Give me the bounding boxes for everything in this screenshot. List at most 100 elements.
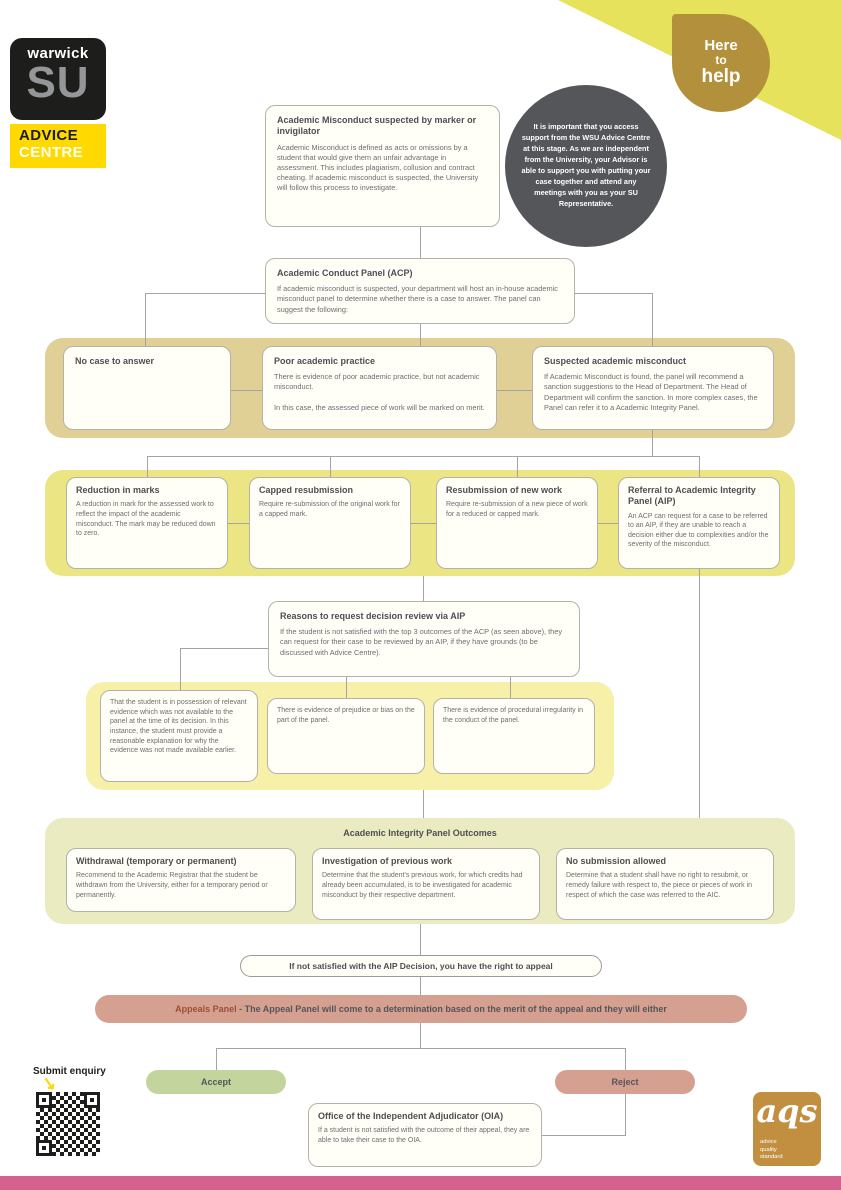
- sanction-capped-resubmission-title: Capped resubmission: [259, 485, 354, 495]
- sanction-referral-aip: Referral to Academic Integrity Panel (AI…: [618, 477, 780, 569]
- connector-line: [228, 523, 249, 524]
- appeals-panel-text: - The Appeal Panel will come to a determ…: [236, 1004, 667, 1014]
- connector-line: [625, 1048, 626, 1070]
- warwick-su-logo: warwick SU: [10, 38, 106, 120]
- qr-finder-icon: [36, 1092, 52, 1108]
- outcome-poor-practice: Poor academic practice There is evidence…: [262, 346, 497, 430]
- su-logo-text: SU: [26, 58, 90, 107]
- advice-support-note-text: It is important that you access support …: [521, 122, 651, 208]
- acp-node-body: If academic misconduct is suspected, you…: [277, 284, 558, 314]
- submit-enquiry-label: Submit enquiry: [33, 1066, 106, 1077]
- connector-line: [420, 324, 421, 346]
- badge-line-1: Here: [704, 36, 738, 54]
- qr-code: [36, 1092, 100, 1156]
- connector-line: [420, 977, 421, 995]
- connector-line: [625, 1094, 626, 1136]
- band-aip-outcomes: Academic Integrity Panel Outcomes Withdr…: [45, 818, 795, 924]
- oia-node-body: If a student is not satisfied with the o…: [318, 1127, 530, 1144]
- connector-line: [652, 293, 653, 346]
- sanction-reduction-title: Reduction in marks: [76, 485, 160, 495]
- aip-outcome-withdrawal: Withdrawal (temporary or permanent) Reco…: [66, 848, 296, 912]
- sanction-referral-aip-title: Referral to Academic Integrity Panel (AI…: [628, 485, 756, 507]
- band-sanctions: Reduction in marks A reduction in mark f…: [45, 470, 795, 576]
- connector-line: [180, 648, 268, 649]
- sanction-reduction-body: A reduction in mark for the assessed wor…: [76, 501, 216, 538]
- appeal-note: If not satisfied with the AIP Decision, …: [240, 955, 602, 977]
- aqs-caption: advice quality standard: [760, 1139, 783, 1160]
- sanction-resubmission-new-work-title: Resubmission of new work: [446, 485, 563, 495]
- aip-outcome-no-submission-title: No submission allowed: [566, 856, 667, 866]
- review-node-body: If the student is not satisfied with the…: [280, 627, 563, 657]
- reject-label: Reject: [611, 1077, 639, 1087]
- connector-line: [411, 523, 436, 524]
- connector-line: [517, 456, 518, 477]
- outcome-poor-practice-title: Poor academic practice: [274, 356, 376, 366]
- connector-line: [699, 569, 700, 818]
- connector-line: [145, 293, 265, 294]
- oia-node: Office of the Independent Adjudicator (O…: [308, 1103, 542, 1167]
- accept-node: Accept: [146, 1070, 286, 1094]
- connector-line: [652, 430, 653, 456]
- advice-support-note: It is important that you access support …: [505, 85, 667, 247]
- qr-finder-icon: [36, 1140, 52, 1156]
- review-node-title: Reasons to request decision review via A…: [280, 611, 466, 621]
- qr-finder-icon: [84, 1092, 100, 1108]
- connector-line: [420, 227, 421, 258]
- aip-outcomes-title: Academic Integrity Panel Outcomes: [343, 828, 497, 838]
- outcome-suspected-misconduct-title: Suspected academic misconduct: [544, 356, 687, 366]
- appeals-panel-bar: Appeals Panel - The Appeal Panel will co…: [95, 995, 747, 1023]
- connector-line: [598, 523, 618, 524]
- connector-line: [180, 648, 181, 690]
- connector-line: [542, 1135, 625, 1136]
- aqs-logo-text: aqs: [756, 1092, 818, 1130]
- centre-label: CENTRE: [19, 143, 84, 161]
- acp-node-title: Academic Conduct Panel (ACP): [277, 268, 413, 278]
- connector-line: [145, 293, 146, 346]
- outcome-suspected-misconduct-body: If Academic Misconduct is found, the pan…: [544, 372, 758, 412]
- connector-line: [699, 456, 700, 477]
- aip-outcome-investigation-body: Determine that the student's previous wo…: [322, 872, 523, 899]
- sanction-resubmission-new-work-body: Require re-submission of a new piece of …: [446, 501, 588, 518]
- connector-line: [330, 456, 331, 477]
- connector-line: [216, 1048, 625, 1049]
- connector-line: [346, 677, 347, 698]
- ground-procedural-irregularity: There is evidence of procedural irregula…: [433, 698, 595, 774]
- oia-node-title: Office of the Independent Adjudicator (O…: [318, 1111, 504, 1121]
- outcome-no-case-title: No case to answer: [75, 356, 155, 366]
- aip-outcome-investigation-title: Investigation of previous work: [322, 856, 453, 866]
- sanction-referral-aip-body: An ACP can request for a case to be refe…: [628, 512, 769, 549]
- band-grounds: That the student is in possession of rel…: [86, 682, 614, 790]
- aip-outcome-no-submission: No submission allowed Determine that a s…: [556, 848, 774, 920]
- sanction-reduction: Reduction in marks A reduction in mark f…: [66, 477, 228, 569]
- advice-centre-badge: ADVICE CENTRE: [10, 124, 106, 168]
- here-to-help-badge: Here to help: [672, 14, 770, 112]
- advice-label: ADVICE: [19, 127, 79, 144]
- review-node: Reasons to request decision review via A…: [268, 601, 580, 677]
- badge-line-2: to: [715, 53, 727, 68]
- start-node-body: Academic Misconduct is defined as acts o…: [277, 142, 479, 193]
- aip-outcome-withdrawal-body: Recommend to the Academic Registrar that…: [76, 872, 268, 899]
- band-acp-outcomes: No case to answer Poor academic practice…: [45, 338, 795, 438]
- connector-line: [420, 924, 421, 955]
- sanction-resubmission-new-work: Resubmission of new work Require re-subm…: [436, 477, 598, 569]
- connector-line: [575, 293, 652, 294]
- appeal-note-text: If not satisfied with the AIP Decision, …: [289, 961, 553, 971]
- connector-line: [147, 456, 699, 457]
- ground-new-evidence: That the student is in possession of rel…: [100, 690, 258, 782]
- accept-label: Accept: [200, 1077, 231, 1087]
- ground-prejudice-bias: There is evidence of prejudice or bias o…: [267, 698, 425, 774]
- aip-outcome-investigation: Investigation of previous work Determine…: [312, 848, 540, 920]
- start-node-title: Academic Misconduct suspected by marker …: [277, 115, 477, 137]
- acp-node: Academic Conduct Panel (ACP) If academic…: [265, 258, 575, 324]
- warwick-logo-text: warwick: [27, 45, 89, 62]
- ground-procedural-irregularity-body: There is evidence of procedural irregula…: [443, 707, 584, 724]
- aip-outcome-no-submission-body: Determine that a student shall have no r…: [566, 872, 752, 899]
- outcome-poor-practice-body: There is evidence of poor academic pract…: [274, 372, 485, 412]
- sanction-capped-resubmission: Capped resubmission Require re-submissio…: [249, 477, 411, 569]
- aqs-logo: aqs advice quality standard: [753, 1092, 821, 1166]
- connector-line: [147, 456, 148, 477]
- appeals-panel-title: Appeals Panel: [175, 1004, 237, 1014]
- reject-node: Reject: [555, 1070, 695, 1094]
- connector-line: [497, 390, 532, 391]
